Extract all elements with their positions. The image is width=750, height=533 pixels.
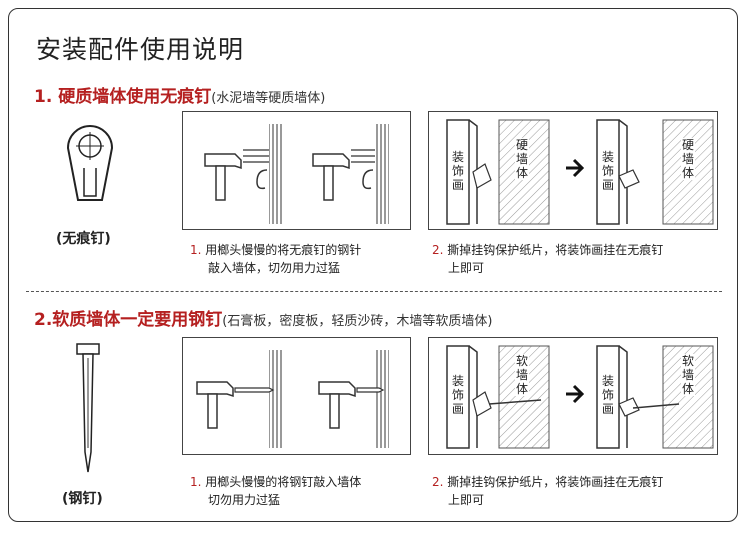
caption-line: 上即可 [448,261,485,275]
section2-heading-text: 2.软质墙体一定要用钢钉 [34,310,223,330]
hammer-icon [204,153,242,201]
arrow-right-icon [566,158,585,178]
deco-label: 装饰画 [601,374,615,416]
deco-label: 装饰画 [451,374,465,416]
section2-subheading: (石膏板，密度板，轻质沙砖，木墙等软质墙体) [222,314,493,329]
section1-step1-caption: 1. 用榔头慢慢的将无痕钉的钢针 敲入墙体，切勿用力过猛 [190,241,361,277]
section2-step2-panel: 装饰画 软墙体 装饰画 软墙体 [428,337,718,455]
step-number: 1. [190,475,202,489]
section1-heading: 1. 硬质墙体使用无痕钉(水泥墙等硬质墙体) [34,82,325,107]
step-number: 2. [432,475,444,489]
hammer-icon [196,381,234,429]
section2-step1-panel [182,337,411,455]
hook-icon [362,169,374,190]
section2-heading: 2.软质墙体一定要用钢钉(石膏板，密度板，轻质沙砖，木墙等软质墙体) [34,305,492,330]
steel-nail-icon [76,343,100,473]
caption-line: 撕掉挂钩保护纸片，将装饰画挂在无痕钉 [447,475,664,489]
arrow-right-icon [566,384,585,404]
caption-line: 切勿用力过猛 [208,493,281,507]
wall-label: 软墙体 [681,354,695,396]
step-number: 1. [190,243,202,257]
section2-step1-caption: 1. 用榔头慢慢的将钢钉敲入墙体 切勿用力过猛 [190,473,361,509]
hammer-icon [318,381,356,429]
caption-line: 用榔头慢慢的将无痕钉的钢针 [205,243,362,257]
caption-line: 上即可 [448,493,485,507]
caption-line: 撕掉挂钩保护纸片，将装饰画挂在无痕钉 [447,243,664,257]
hook-icon [256,169,268,190]
hammer-icon [312,153,350,201]
section1-item-label: (无痕钉) [56,231,111,247]
caption-line: 敲入墙体，切勿用力过猛 [208,261,341,275]
deco-label: 装饰画 [451,150,465,192]
section1-step1-panel [182,111,411,230]
section1-heading-text: 1. 硬质墙体使用无痕钉 [34,87,212,107]
section1-subheading: (水泥墙等硬质墙体) [211,91,326,106]
caption-line: 用榔头慢慢的将钢钉敲入墙体 [205,475,362,489]
step-number: 2. [432,243,444,257]
section2-step2-caption: 2. 撕掉挂钩保护纸片，将装饰画挂在无痕钉 上即可 [432,473,663,509]
wall-hatch [269,124,283,224]
seamless-nail-icon [66,125,114,201]
deco-label: 装饰画 [601,150,615,192]
wall-label: 硬墙体 [681,138,695,180]
section2-item-label: (钢钉) [62,491,103,507]
section1-step2-panel: 装饰画 硬墙体 装饰画 硬墙体 [428,111,718,230]
wall-label: 软墙体 [515,354,529,396]
wall-label: 硬墙体 [515,138,529,180]
section1-step2-caption: 2. 撕掉挂钩保护纸片，将装饰画挂在无痕钉 上即可 [432,241,663,277]
hook-icon [472,163,492,189]
page-title: 安装配件使用说明 [36,35,245,64]
section-divider [26,291,722,292]
